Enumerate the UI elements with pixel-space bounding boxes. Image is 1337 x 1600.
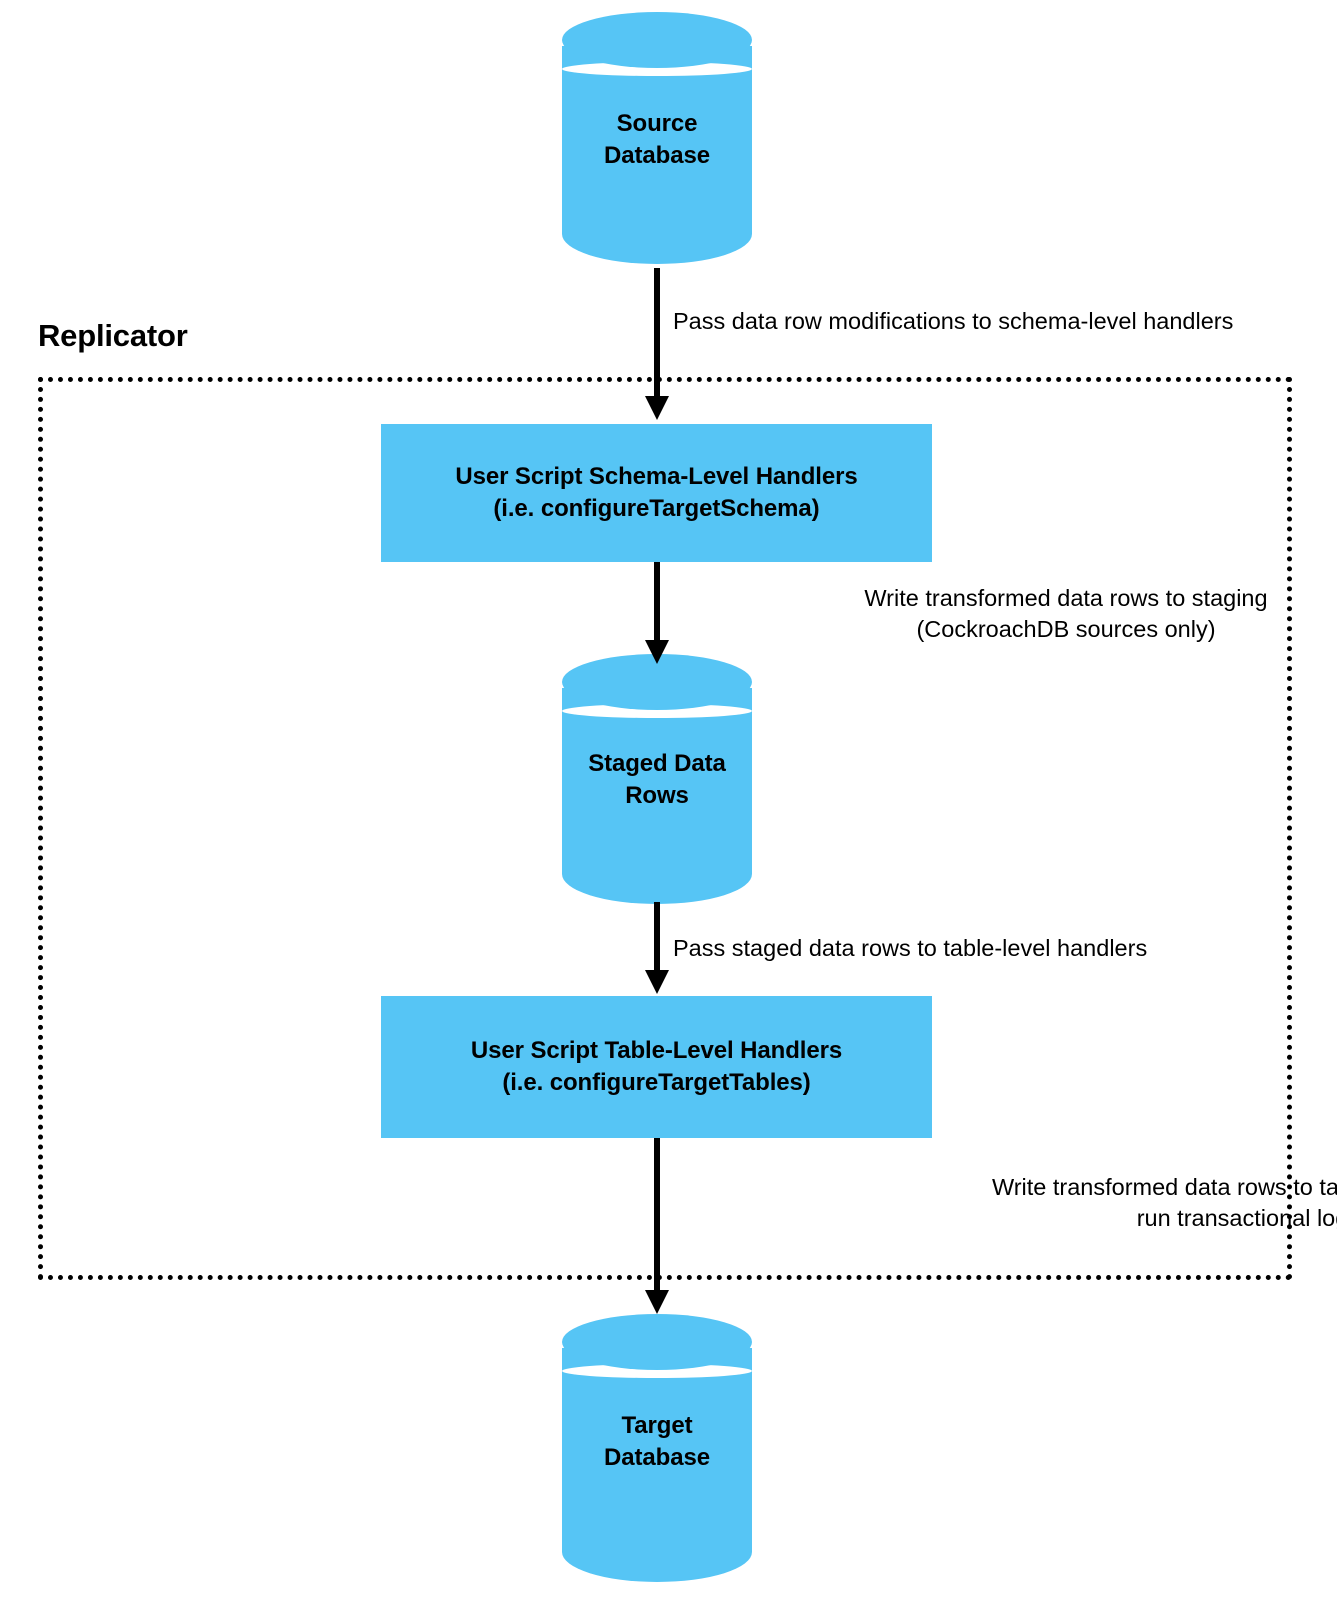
node-label-target-database: Target Database xyxy=(562,1410,752,1473)
node-label-line-2: Rows xyxy=(625,781,689,809)
edge-label-line-2: run transactional logic xyxy=(1136,1205,1337,1232)
node-label-line-1: Target xyxy=(621,1412,693,1439)
cylinder-top-highlight xyxy=(562,62,752,76)
cylinder-body xyxy=(562,1348,752,1582)
edge-staged-to-table-label: Pass staged data rows to table-level han… xyxy=(673,933,1233,964)
node-label-source-database: Source Database xyxy=(562,108,752,171)
node-table-level-handlers: User Script Table-Level Handlers (i.e. c… xyxy=(381,996,932,1138)
edge-label-line-1: Pass data row modifications to schema-le… xyxy=(673,308,1234,334)
arrow-shaft xyxy=(654,1138,660,1292)
cylinder-top-highlight xyxy=(562,1364,752,1378)
node-staged-data-rows: Staged Data Rows xyxy=(562,654,752,904)
cylinder-top-ellipse xyxy=(562,1314,752,1370)
cylinder-body xyxy=(562,46,752,264)
edge-label-line-1: Pass staged data rows to table-level han… xyxy=(673,935,1148,961)
node-label-schema-level-handlers: User Script Schema-Level Handlers (i.e. … xyxy=(455,461,857,526)
node-label-line-1: Source xyxy=(616,110,698,137)
node-label-line-1: User Script Schema-Level Handlers xyxy=(455,462,858,490)
node-schema-level-handlers: User Script Schema-Level Handlers (i.e. … xyxy=(381,424,932,562)
node-source-database: Source Database xyxy=(562,12,752,268)
cylinder-top-highlight xyxy=(562,704,752,718)
arrow-shaft xyxy=(654,268,660,398)
node-label-line-1: Staged Data xyxy=(588,750,726,777)
node-label-line-2: (i.e. configureTargetTables) xyxy=(502,1069,811,1096)
edge-source-to-schema-label: Pass data row modifications to schema-le… xyxy=(673,306,1313,337)
cylinder-body xyxy=(562,688,752,904)
edge-label-line-1: Write transformed data rows to staging xyxy=(864,585,1268,611)
edge-label-line-2: (CockroachDB sources only) xyxy=(916,616,1216,643)
arrow-head xyxy=(645,970,669,994)
arrow-head xyxy=(645,1290,669,1314)
arrow-shaft xyxy=(654,562,660,642)
node-label-line-2: (i.e. configureTargetSchema) xyxy=(493,495,820,522)
node-label-line-1: User Script Table-Level Handlers xyxy=(470,1036,843,1064)
node-label-staged-data-rows: Staged Data Rows xyxy=(562,748,752,811)
replicator-boundary-box xyxy=(38,377,1292,1280)
arrow-head xyxy=(645,640,669,664)
edge-schema-to-staged-label: Write transformed data rows to staging (… xyxy=(674,583,1337,646)
cylinder-top-ellipse xyxy=(562,12,752,68)
edge-label-line-1: Write transformed data rows to target da… xyxy=(991,1174,1337,1200)
replicator-boundary-label: Replicator xyxy=(38,318,188,353)
edge-table-to-target-label: Write transformed data rows to target da… xyxy=(674,1172,1337,1235)
arrow-shaft xyxy=(654,902,660,972)
arrow-head xyxy=(645,396,669,420)
node-label-table-level-handlers: User Script Table-Level Handlers (i.e. c… xyxy=(471,1035,842,1100)
node-target-database: Target Database xyxy=(562,1314,752,1584)
node-label-line-2: Database xyxy=(604,1443,710,1471)
node-label-line-2: Database xyxy=(604,141,710,169)
